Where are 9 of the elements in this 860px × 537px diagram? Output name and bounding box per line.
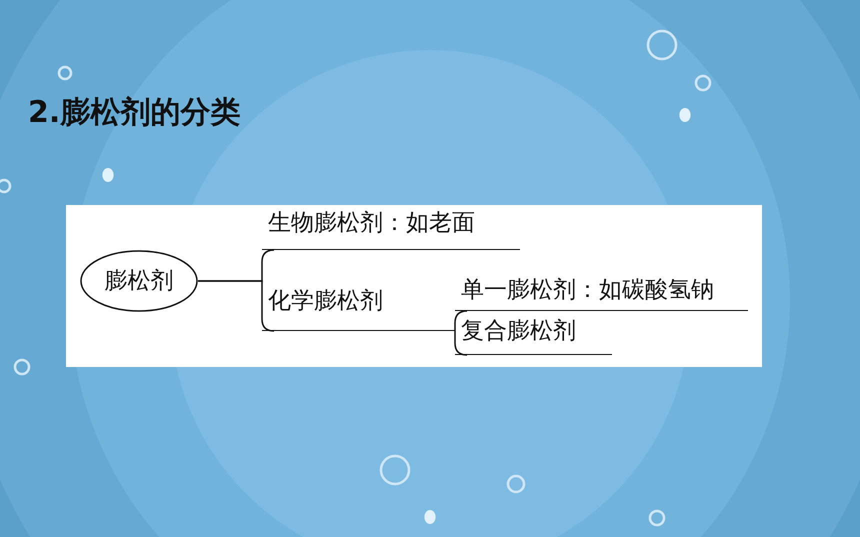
branch-label: 化学膨松剂 [262,290,455,331]
topic-text: 膨松剂 [104,270,174,292]
branch-label: 生物膨松剂：如老面 [262,212,520,250]
branch-connector [198,280,274,332]
title: 2.膨松剂的分类 [28,94,240,132]
branch-label: 复合膨松剂 [455,320,612,355]
topic-ellipse [80,250,198,312]
branch-connector [454,330,468,356]
branch-label: 单一膨松剂：如碳酸氢钠 [455,279,748,311]
